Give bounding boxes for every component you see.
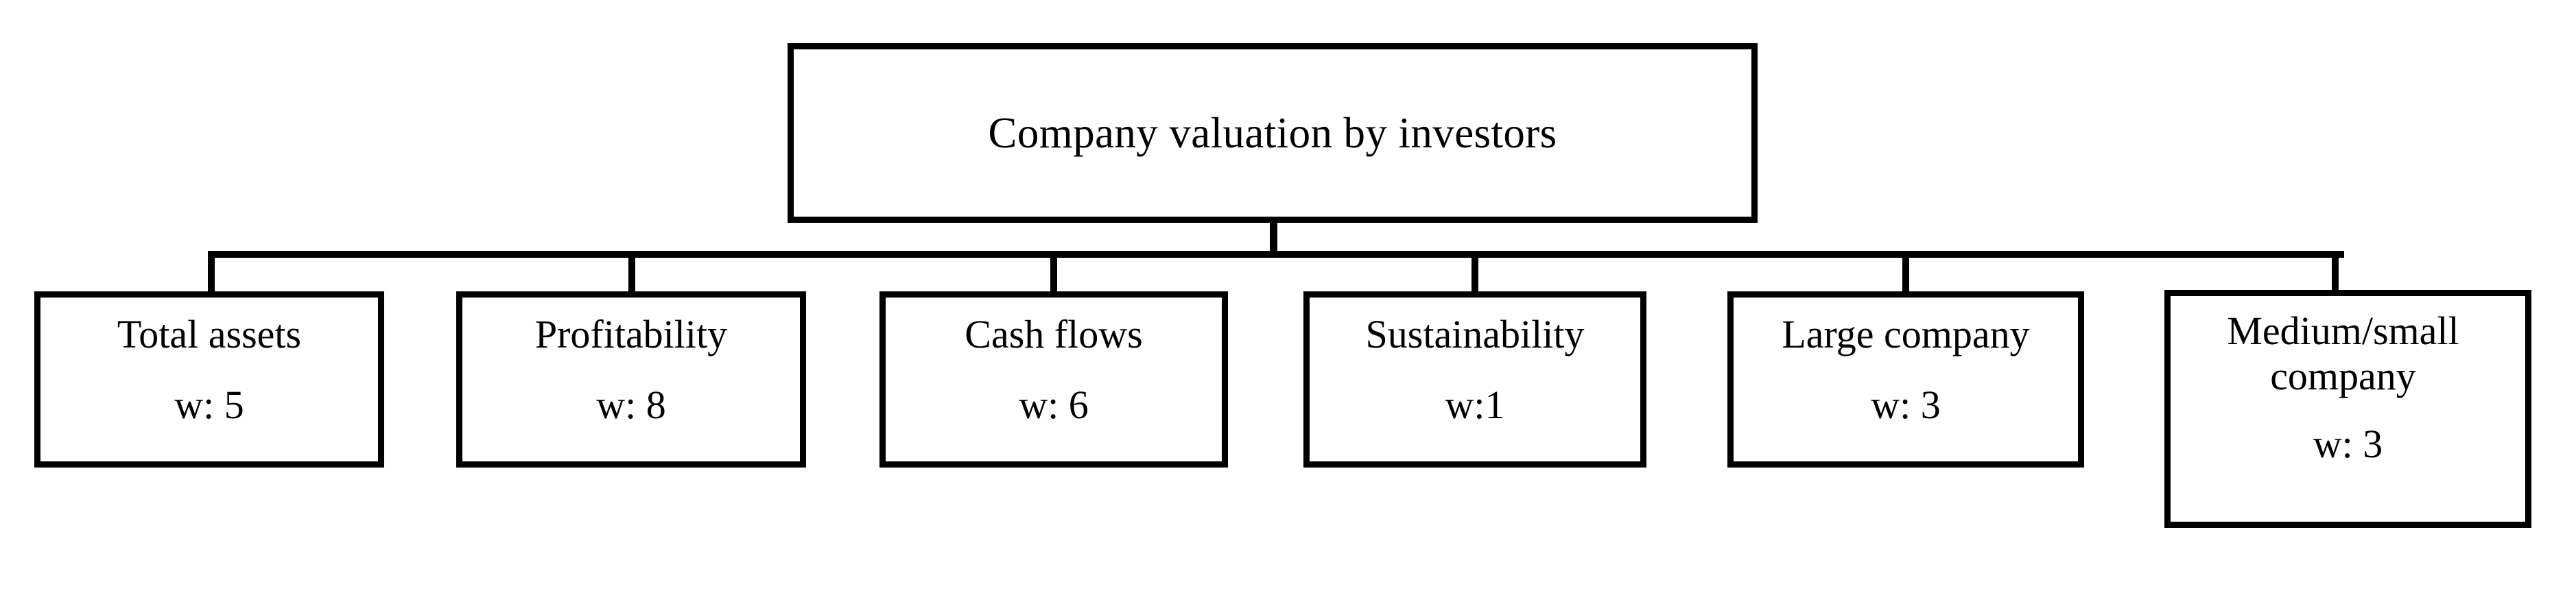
leaf-node-total-assets[interactable]: Total assets w: 5 [34, 291, 384, 468]
leaf-node-large-company[interactable]: Large company w: 3 [1727, 291, 2084, 468]
leaf-node-cash-flows[interactable]: Cash flows w: 6 [879, 291, 1228, 468]
connector-drop-profitability [628, 254, 635, 293]
leaf-weight: w: 6 [1019, 382, 1089, 427]
connector-horizontal-bus [208, 251, 2344, 258]
connector-root-drop [1270, 218, 1277, 255]
root-node[interactable]: Company valuation by investors [788, 43, 1758, 223]
connector-drop-total-assets [208, 254, 215, 293]
connector-drop-cash-flows [1050, 254, 1057, 293]
leaf-title: Profitability [534, 312, 728, 356]
leaf-weight: w: 3 [2313, 422, 2383, 467]
leaf-weight: w: 3 [1871, 382, 1941, 427]
leaf-weight: w:1 [1445, 382, 1505, 427]
leaf-node-sustainability[interactable]: Sustainability w:1 [1303, 291, 1646, 468]
leaf-title: Sustainability [1365, 312, 1585, 356]
leaf-node-profitability[interactable]: Profitability w: 8 [456, 291, 806, 468]
leaf-node-medium-small-company[interactable]: Medium/small company w: 3 [2164, 290, 2531, 528]
leaf-title: Medium/small company [2227, 308, 2459, 399]
leaf-title: Total assets [117, 312, 302, 356]
leaf-weight: w: 5 [174, 382, 244, 427]
connector-drop-sustainability [1472, 254, 1478, 293]
leaf-weight: w: 8 [596, 382, 666, 427]
connector-drop-medium-small-company [2332, 254, 2339, 291]
leaf-title: Cash flows [965, 312, 1143, 356]
connector-drop-large-company [1902, 254, 1909, 293]
leaf-title: Large company [1782, 312, 2030, 356]
root-node-label: Company valuation by investors [988, 108, 1557, 157]
